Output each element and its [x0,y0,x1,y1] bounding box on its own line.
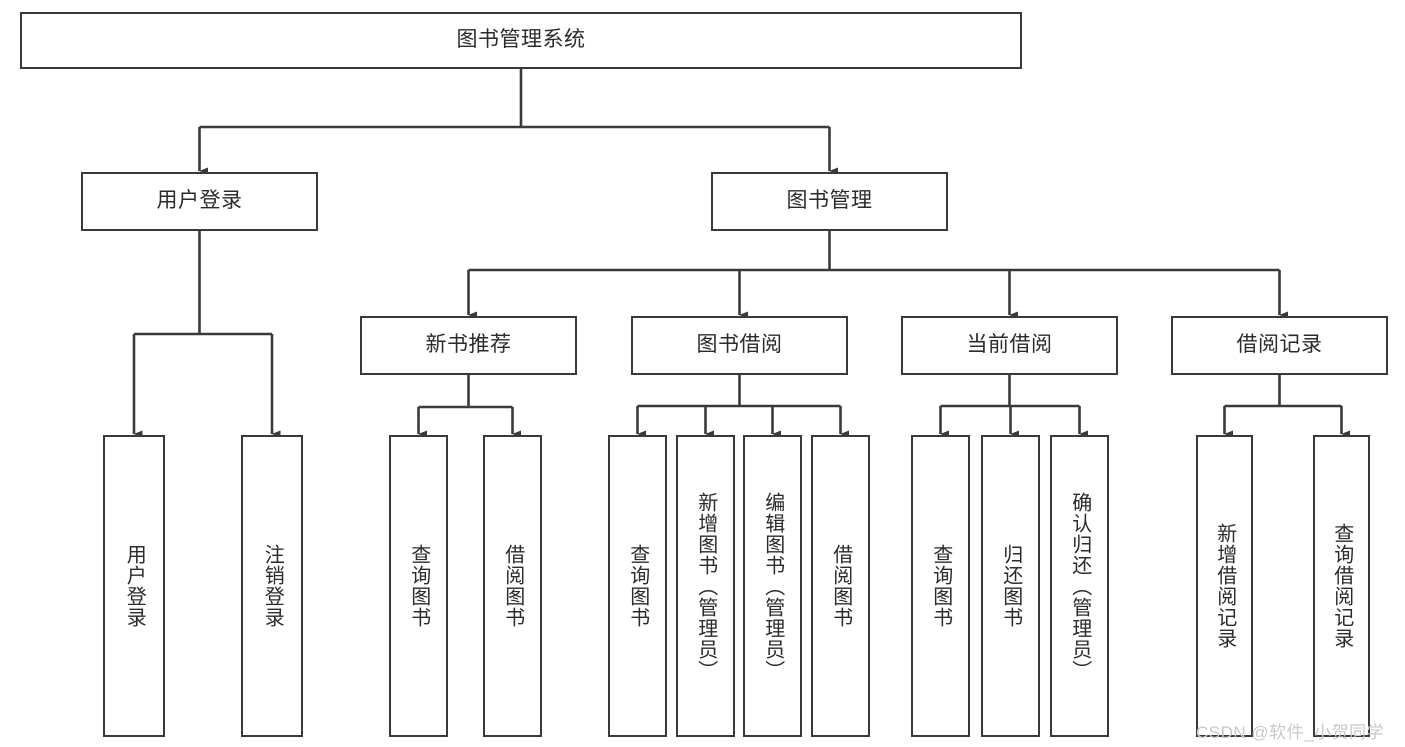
leaf-borrow-book[interactable]: 借阅图书 [811,435,870,737]
node-label: 查询图书 [929,544,952,628]
leaf-borrow-book-recommend[interactable]: 借阅图书 [483,435,542,737]
leaf-query-book-current[interactable]: 查询图书 [911,435,970,737]
node-label: 用户登录 [156,189,243,213]
node-label: 图书借阅 [696,333,783,357]
node-label: 注销登录 [261,544,284,628]
node-label: 借阅图书 [501,544,524,628]
node-label: 归还图书 [999,544,1022,628]
node-root[interactable]: 图书管理系统 [20,12,1022,69]
node-label: 编辑图书（管理员） [761,491,784,681]
leaf-return-book[interactable]: 归还图书 [981,435,1040,737]
leaf-confirm-return-admin[interactable]: 确认归还（管理员） [1050,435,1109,737]
node-label: 图书管理系统 [456,28,586,52]
leaf-query-book-recommend[interactable]: 查询图书 [389,435,448,737]
node-label: 新书推荐 [425,333,512,357]
leaf-edit-book-admin[interactable]: 编辑图书（管理员） [743,435,802,737]
node-label: 查询借阅记录 [1330,523,1353,649]
node-label: 借阅记录 [1236,333,1323,357]
node-borrow-records[interactable]: 借阅记录 [1171,316,1388,375]
node-label: 当前借阅 [966,333,1053,357]
node-user-login[interactable]: 用户登录 [81,172,318,231]
leaf-user-login[interactable]: 用户登录 [103,435,165,737]
node-label: 新增图书（管理员） [694,491,717,681]
node-label: 图书管理 [786,189,873,213]
node-label: 查询图书 [407,544,430,628]
leaf-logout[interactable]: 注销登录 [241,435,303,737]
node-current-borrow[interactable]: 当前借阅 [901,316,1118,375]
node-new-book-recommend[interactable]: 新书推荐 [360,316,577,375]
leaf-query-borrow-record[interactable]: 查询借阅记录 [1313,435,1370,737]
leaf-add-borrow-record[interactable]: 新增借阅记录 [1196,435,1253,737]
node-label: 用户登录 [123,544,146,628]
node-label: 借阅图书 [829,544,852,628]
node-label: 确认归还（管理员） [1068,491,1091,681]
node-label: 新增借阅记录 [1213,523,1236,649]
leaf-query-book-borrow[interactable]: 查询图书 [608,435,667,737]
node-book-management[interactable]: 图书管理 [711,172,948,231]
node-book-borrow[interactable]: 图书借阅 [631,316,848,375]
node-label: 查询图书 [626,544,649,628]
leaf-add-book-admin[interactable]: 新增图书（管理员） [676,435,735,737]
csdn-watermark: CSDN @软件_小贺同学 [1196,723,1385,742]
